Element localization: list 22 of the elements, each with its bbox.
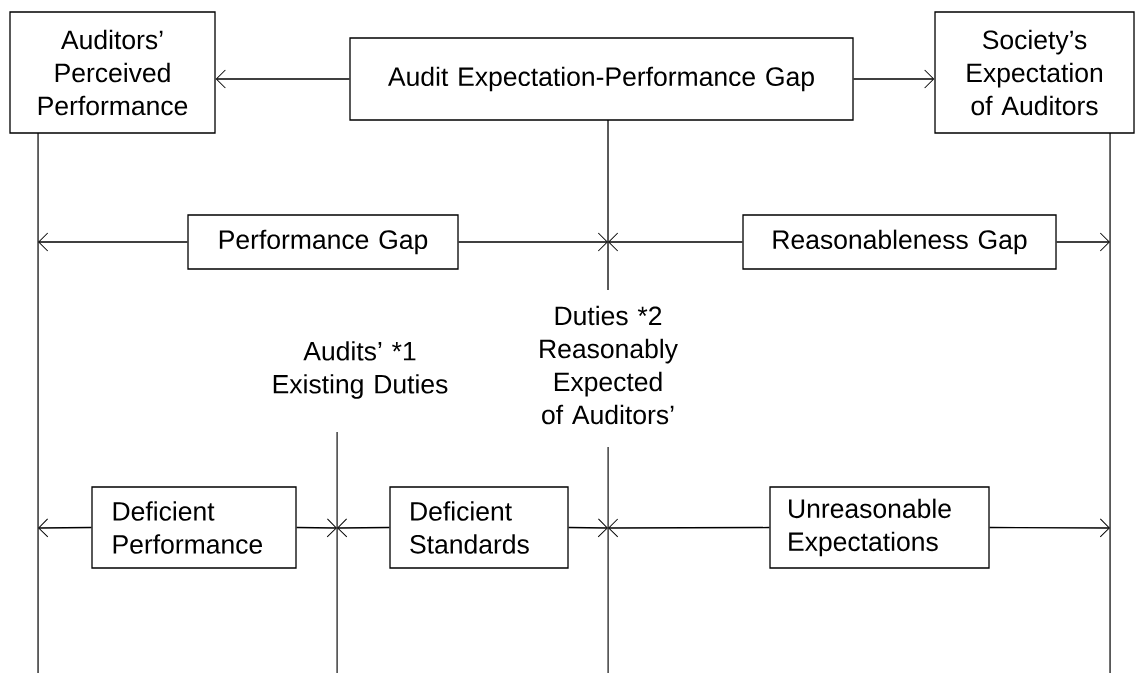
arrow — [608, 518, 770, 538]
arrow — [1056, 232, 1110, 252]
annotation-text: Audits’ *1 Existing Duties — [273, 341, 448, 399]
arrow — [608, 232, 743, 252]
label-box: Unreasonable Expectations — [769, 486, 990, 569]
arrow — [38, 232, 188, 252]
arrow — [38, 518, 92, 538]
arrow — [989, 518, 1110, 538]
label-box: Auditors’ Perceived Performance — [9, 11, 216, 134]
gap-box: Performance Gap — [187, 214, 459, 270]
arrow — [853, 69, 935, 89]
label-box: Society’s Expectation of Auditors — [934, 11, 1135, 134]
arrow — [296, 518, 337, 538]
label-box: Deficient Standards — [389, 486, 569, 569]
annotation-text: Duties *2 Reasonably Expected of Auditors’ — [540, 305, 678, 425]
gap-box: Reasonableness Gap — [742, 214, 1057, 270]
gap-box: Audit Expectation-Performance Gap — [349, 37, 854, 121]
arrow — [215, 69, 350, 89]
label-box: Deficient Performance — [91, 486, 297, 569]
arrow — [337, 518, 390, 538]
arrow — [568, 518, 608, 538]
arrow — [458, 232, 608, 252]
